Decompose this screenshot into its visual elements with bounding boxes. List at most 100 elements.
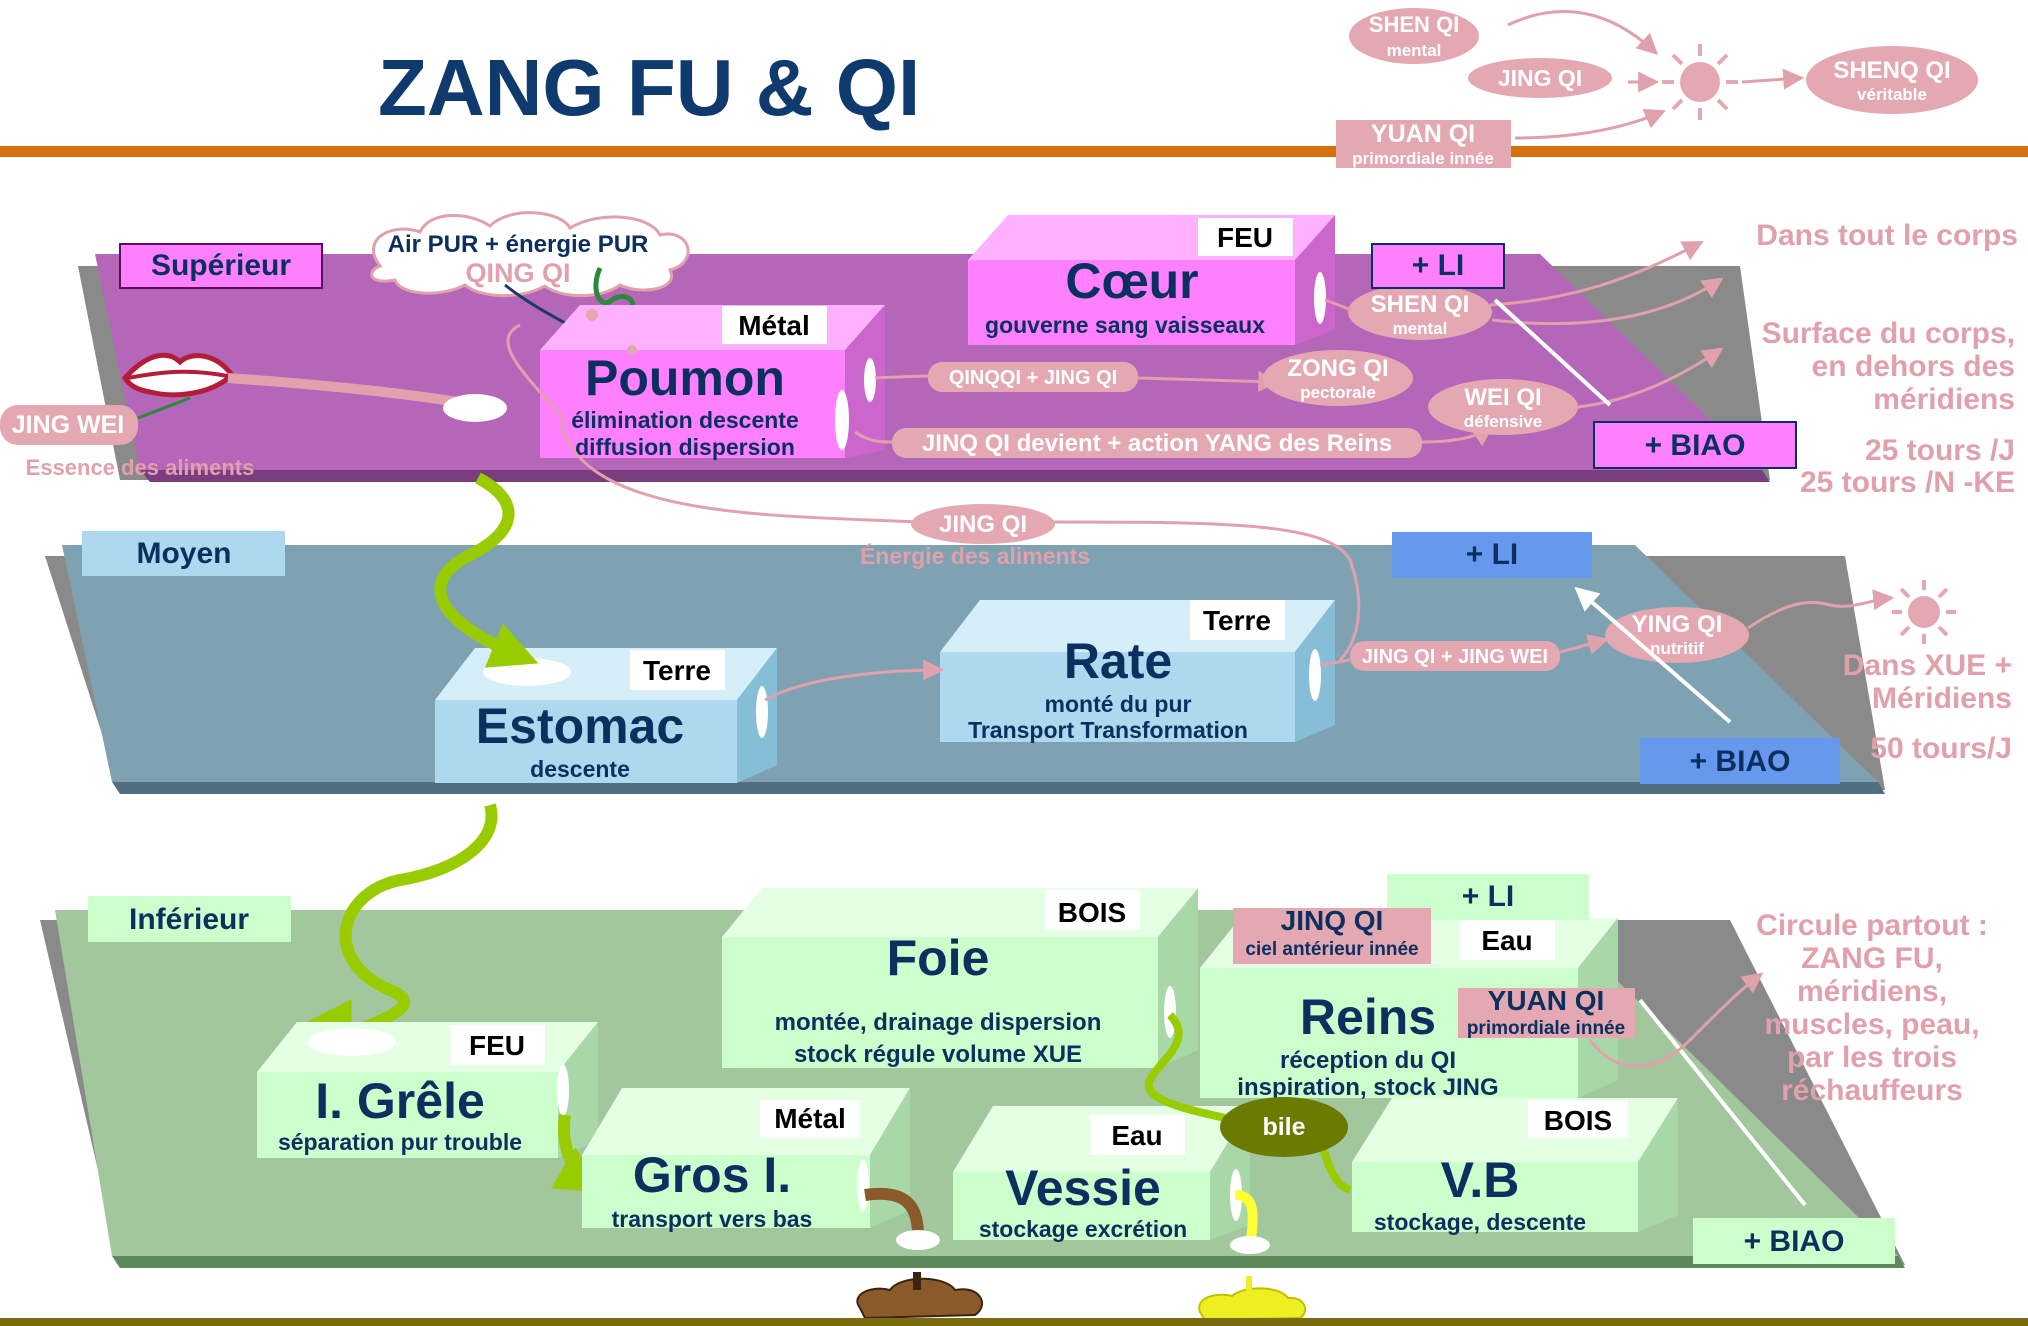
yuan-qi-sub: primordiale innée xyxy=(1352,149,1494,168)
estomac-name: Estomac xyxy=(476,698,684,754)
shen-qi-upper-sub: mental xyxy=(1393,319,1448,338)
poumon-desc1: élimination descente xyxy=(571,407,799,433)
estomac-rate-arrow xyxy=(764,659,945,702)
foie-desc2: stock régule volume XUE xyxy=(794,1041,1082,1068)
foie-desc1: montée, drainage dispersion xyxy=(775,1009,1102,1036)
grosi-element: Métal xyxy=(774,1103,846,1134)
shen-qi-bubble-upper xyxy=(1348,284,1492,340)
legend-arrow-shenq xyxy=(1741,68,1805,90)
ying-qi-bubble xyxy=(1605,607,1749,663)
note-corps: Dans tout le corps xyxy=(1756,219,2018,252)
note-surface1: Surface du corps, xyxy=(1762,317,2015,350)
reins-element: Eau xyxy=(1481,925,1532,956)
lower-biao: + BIAO xyxy=(1744,1225,1845,1258)
estomac-opening xyxy=(483,658,571,686)
poumon-desc2: diffusion dispersion xyxy=(575,434,795,460)
lips-icon xyxy=(121,352,236,398)
upper-li: + LI xyxy=(1412,249,1465,282)
middle-li-box xyxy=(1392,532,1592,578)
legend-arrow-shen xyxy=(1507,9,1659,55)
note-circ5: par les trois xyxy=(1787,1041,1957,1074)
jinq-qi-label: JINQ QI xyxy=(1281,905,1384,936)
rate-element-box xyxy=(1190,600,1285,640)
reins-desc2: inspiration, stock JING xyxy=(1237,1074,1498,1101)
air-line1: Air PUR + énergie PUR xyxy=(388,231,649,258)
ying-qi-sub: nutritif xyxy=(1650,639,1704,658)
stool-icon xyxy=(856,1272,984,1320)
poumon-name: Poumon xyxy=(585,350,785,406)
igrele-element: FEU xyxy=(469,1030,525,1061)
note-surface2: en dehors des xyxy=(1812,350,2015,383)
coeur-element: FEU xyxy=(1217,222,1273,253)
flow-stomach-to-intestine xyxy=(308,803,498,1053)
jing-qi-bubble xyxy=(1468,58,1612,98)
coeur-block: FEU Cœur gouverne sang vaisseaux xyxy=(968,215,1335,345)
middle-biao-box xyxy=(1640,738,1840,784)
lower-arrow-out xyxy=(1588,972,1764,1068)
estomac-desc1: descente xyxy=(530,756,630,782)
coeur-desc1: gouverne sang vaisseaux xyxy=(985,312,1265,338)
ying-qi-label: YING QI xyxy=(1632,611,1723,638)
yuan-qi-box xyxy=(1336,120,1511,168)
rate-name: Rate xyxy=(1064,633,1172,689)
jing-wei-label: JING WEI xyxy=(12,411,125,439)
shenq-qi-sub: véritable xyxy=(1857,85,1927,104)
jing-qi-label: JING QI xyxy=(1498,65,1582,91)
reins-name: Reins xyxy=(1300,989,1436,1045)
lower-white-line xyxy=(1638,998,1807,1207)
note-tours2: 25 tours /N -KE xyxy=(1800,466,2015,499)
jing-qi-mid-sub: Énergie des aliments xyxy=(860,542,1090,569)
stool-path xyxy=(864,1187,924,1236)
flow-jqjw: JING QI + JING WEI xyxy=(1362,646,1548,668)
vessie-element-box xyxy=(1090,1115,1185,1155)
level-moyen: Moyen xyxy=(136,537,231,570)
foie-name: Foie xyxy=(887,930,990,986)
bile-bubble xyxy=(1220,1097,1348,1157)
note-circ2: ZANG FU, xyxy=(1801,942,1943,975)
vessie-name: Vessie xyxy=(1005,1160,1161,1216)
air-line2: QING QI xyxy=(465,258,570,288)
bile-label: bile xyxy=(1262,1113,1305,1141)
vb-name: V.B xyxy=(1441,1152,1520,1208)
note-circ6: réchauffeurs xyxy=(1781,1074,1963,1107)
flow-qinq: QINQQI + JING QI xyxy=(949,367,1117,389)
note-circ3: méridiens, xyxy=(1797,975,1947,1008)
jing-qi-mid-bubble xyxy=(911,504,1055,544)
grosi-desc1: transport vers bas xyxy=(612,1206,813,1232)
grosi-element-box xyxy=(760,1100,860,1138)
reins-element-box xyxy=(1460,920,1555,960)
foie-element-box xyxy=(1045,890,1140,930)
wei-qi-bubble xyxy=(1428,379,1578,435)
note-tours3: 50 tours/J xyxy=(1870,732,2012,765)
level-inferieur-box xyxy=(88,896,291,942)
lower-biao-box xyxy=(1693,1218,1895,1264)
estomac-element-box xyxy=(630,650,725,690)
bile-flow-in xyxy=(1144,1012,1226,1122)
level-inferieur: Inférieur xyxy=(129,903,249,936)
rate-element: Terre xyxy=(1203,605,1271,636)
note-tours1: 25 tours /J xyxy=(1865,434,2015,467)
page-title: ZANG FU & QI xyxy=(378,43,920,132)
yuan-qi-lower-sub: primordiale innée xyxy=(1467,1018,1625,1039)
flow-jinq-yang: JINQ QI devient + action YANG des Reins xyxy=(922,430,1392,457)
yuan-qi-label: YUAN QI xyxy=(1371,120,1475,148)
zong-qi-sub: pectorale xyxy=(1300,383,1376,402)
level-moyen-box xyxy=(82,531,285,576)
sun-icon xyxy=(1662,44,1738,120)
shenq-qi-bubble xyxy=(1806,46,1978,114)
zong-qi-label: ZONG QI xyxy=(1287,355,1388,382)
zong-qi-bubble xyxy=(1263,350,1413,406)
urine-icon xyxy=(1198,1276,1307,1322)
grosi-name: Gros I. xyxy=(633,1147,791,1203)
level-superieur-box xyxy=(119,243,323,289)
vb-element-box xyxy=(1528,1100,1628,1138)
upper-li-box xyxy=(1371,243,1505,289)
rate-desc2: Transport Transformation xyxy=(968,717,1248,743)
jing-wei-arrow xyxy=(137,396,191,420)
yuan-qi-lower-box xyxy=(1458,988,1635,1038)
estomac-block: Terre Estomac descente xyxy=(435,648,777,783)
rate-desc1: monté du pur xyxy=(1045,691,1192,717)
vessie-element: Eau xyxy=(1111,1120,1162,1151)
poumon-element-box xyxy=(722,306,827,344)
note-surface3: méridiens xyxy=(1873,383,2015,416)
